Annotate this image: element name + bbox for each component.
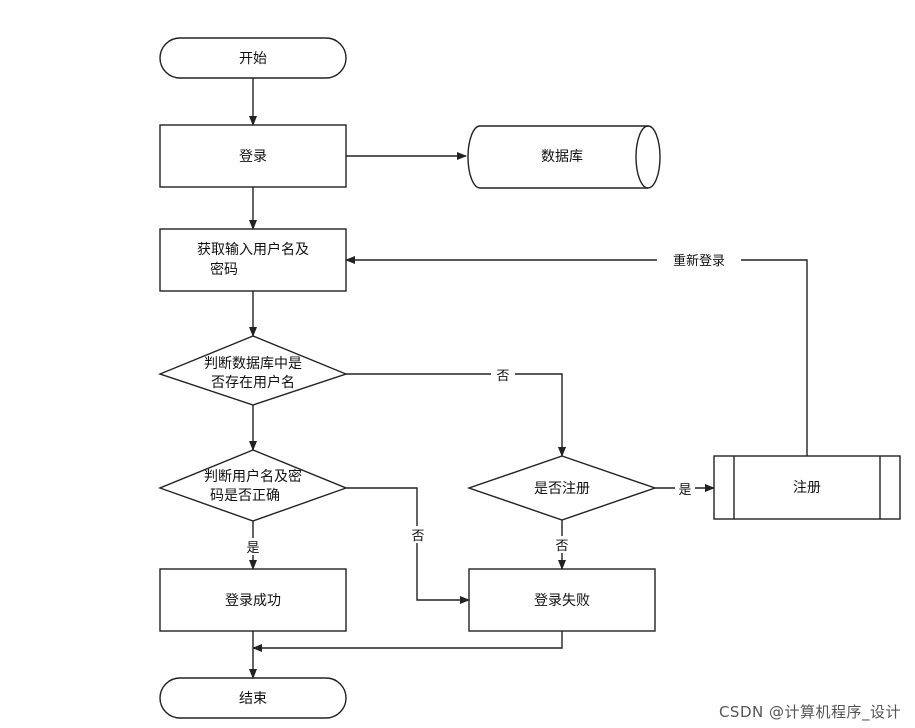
get-input-label-line2: 密码 [210,261,238,278]
register-decision: 是否注册 [466,455,658,521]
register-process: 注册 [713,455,901,520]
check-password-label-line2: 码是否正确 [210,488,280,504]
login-success-process: 登录成功 [159,568,347,632]
login-fail-label: 登录失败 [534,593,590,609]
edge-label-relogin: 重新登录 [673,253,725,269]
edge-checkpwd-fail [346,487,470,604]
edge-fail-merge [252,631,563,652]
login-fail-process: 登录失败 [468,568,656,632]
login-label: 登录 [239,149,267,165]
get-input-process: 获取输入用户名及 密码 [159,228,347,292]
check-user-label-line2: 否存在用户名 [211,374,295,391]
check-password-label-line1: 判断用户名及密 [204,468,302,485]
edge-register-input [345,256,808,456]
edge-label-yes-register: 是 [678,483,691,498]
check-password-decision: 判断用户名及密 码是否正确 [158,449,348,522]
watermark: CSDN @计算机程序_设计 [718,703,901,721]
register-decision-label: 是否注册 [534,481,590,497]
edge-label-pwd-ok: 是 [246,541,259,556]
register-label: 注册 [793,480,821,496]
check-user-label-line1: 判断数据库中是 [204,356,302,372]
edge-label-pwd-wrong: 否 [411,529,424,544]
end-label: 结束 [239,691,267,707]
check-user-decision: 判断数据库中是 否存在用户名 [157,335,349,406]
edge-label-no-user: 否 [496,369,509,384]
login-success-label: 登录成功 [225,593,281,609]
start-label: 开始 [239,51,267,67]
edge-label-no-register: 否 [555,539,568,554]
get-input-label-line1: 获取输入用户名及 [197,241,309,258]
database-store: 数据库 [467,125,661,189]
start-terminator: 开始 [159,37,347,79]
edge-checkuser-registerq [346,373,566,457]
database-label: 数据库 [541,149,583,165]
end-terminator: 结束 [159,677,347,719]
login-process: 登录 [159,124,347,188]
